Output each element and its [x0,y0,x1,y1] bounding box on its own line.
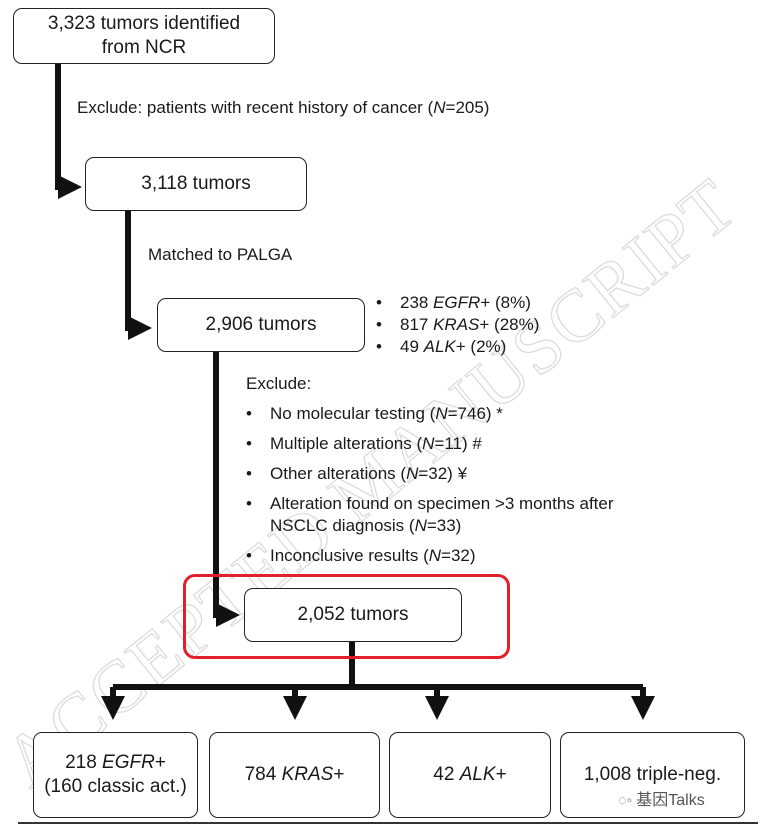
ncr-line2: from NCR [101,37,187,58]
matched-label: Matched to PALGA [148,245,293,264]
kras-box: 784 KRAS+ [209,732,380,818]
alk-box: 42 ALK+ [389,732,551,818]
alteration-counts-list: 238 EGFR+ (8%) 817 KRAS+ (28%) 49 ALK+ (… [376,292,539,358]
arrow-2906-to-2052 [213,352,240,627]
highlight-outline [183,574,510,659]
arrow-3118-to-2906 [125,210,152,340]
exclusions-heading: Exclude: [246,374,312,393]
exclusion-item: Alteration found on specimen >3 months a… [246,493,614,537]
triple-neg-box: 1,008 triple-neg. [560,732,745,818]
ncr-box: 3,323 tumors identified from NCR [13,8,275,64]
alteration-count-item: 817 KRAS+ (28%) [376,314,539,336]
exclusion-item: Inconclusive results (N=32) [246,545,614,567]
box-2906: 2,906 tumors [157,298,365,352]
alteration-count-item: 49 ALK+ (2%) [376,336,539,358]
credit-label: ◌◦基因Talks [618,792,705,809]
arrow-ncr-to-3118 [55,64,82,199]
egfr-box: 218 EGFR+ (160 classic act.) [33,732,198,818]
exclusion-item: No molecular testing (N=746) * [246,403,614,425]
exclude-recent-label: Exclude: patients with recent history of… [77,98,490,117]
ncr-line1: 3,323 tumors identified [47,13,241,34]
exclusion-item: Multiple alterations (N=11) # [246,433,614,455]
box-2052: 2,052 tumors [244,588,462,642]
wechat-icon: ◌◦ [618,792,633,809]
alteration-count-item: 238 EGFR+ (8%) [376,292,539,314]
bottom-rule [18,822,758,824]
box-3118: 3,118 tumors [85,157,307,211]
exclusion-item: Other alterations (N=32) ¥ [246,463,614,485]
exclusions-list: No molecular testing (N=746) * Multiple … [246,403,614,575]
